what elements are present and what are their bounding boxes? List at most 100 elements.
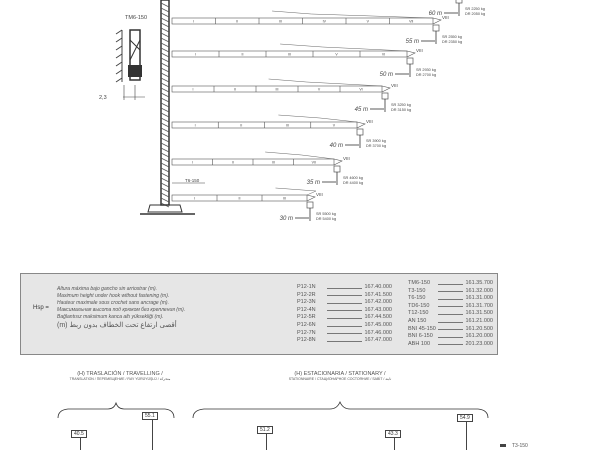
item-code: 161.31.500: [465, 310, 493, 317]
height-value-box: 54.9: [457, 414, 473, 422]
tower-mast: [140, 0, 195, 215]
jib-tip-label: VIII: [316, 192, 323, 197]
single-reeving-load: SR 3900 kg: [366, 139, 386, 143]
single-reeving-load: SR 2550 kg: [442, 35, 462, 39]
description-line: Bağlantısız maksimum kanca altı yüksekli…: [57, 314, 164, 320]
item-code: 161.35.700: [465, 280, 493, 286]
jib-length-label: 55 m: [406, 39, 419, 45]
jib-section-label: I: [195, 53, 196, 57]
anchor-label: T6-150: [185, 178, 200, 183]
item-name: ABH 100: [408, 340, 431, 347]
jib-section-label: I: [192, 161, 193, 165]
jib-tip-label: VIII: [391, 83, 398, 88]
tie-label: TM6-150: [125, 15, 147, 21]
item-code: 161.20.000: [465, 333, 493, 340]
double-reeving-load: DR 3150 kg: [391, 108, 411, 112]
jib-section-label: III: [286, 124, 289, 128]
item-name: P12-1N: [297, 284, 316, 290]
table-row: AN 150 161.21.000: [408, 318, 493, 326]
jib-section-label: V: [335, 53, 338, 57]
height-table: Hsp = Altura máxima bajo gancho sin arri…: [20, 273, 498, 355]
jib-section-label: I: [193, 20, 194, 24]
table-row: P12-4N 167.43.000: [297, 307, 392, 315]
double-reeving-load: DR 4400 kg: [343, 181, 363, 185]
jib-length-label: 45 m: [355, 107, 368, 113]
item-code: 167.44.500: [364, 314, 392, 321]
jib-section-label: VII: [409, 20, 413, 24]
item-name: P12-2R: [297, 291, 316, 298]
travelling-subtitle: TRANSLATION / ПЕРЕМЕЩЕНИЕ / RAY YÜRÜYÜŞL…: [69, 377, 171, 381]
height-value-box: 55.1: [142, 412, 158, 420]
jib-section-label: VI: [382, 53, 385, 57]
item-code: 161.31.000: [465, 295, 493, 302]
item-name: P12-3N: [297, 299, 316, 306]
item-name: AN 150: [408, 317, 427, 324]
jib-length-label: 30 m: [280, 216, 293, 222]
item-code: 167.47.000: [364, 337, 392, 344]
jib-length-label: 35 m: [307, 180, 320, 186]
single-reeving-load: SR 2930 kg: [416, 68, 436, 72]
item-name: P12-6N: [297, 321, 316, 328]
description-line: Maximum height under hook without fasten…: [57, 293, 170, 299]
jib-section-label: III: [272, 161, 275, 165]
item-code: 167.43.000: [364, 306, 392, 313]
jib-section-label: II: [242, 53, 244, 57]
table-row: P12-8N 167.47.000: [297, 337, 392, 345]
item-name: T12-150: [408, 310, 429, 317]
jib-section-label: VII: [312, 161, 316, 165]
jib-length-label: 40 m: [330, 143, 343, 149]
stationary-header: (H) ESTACIONARIA / STATIONARY / STATIONN…: [230, 371, 450, 381]
offset-label: 2,3: [99, 95, 107, 101]
anchor-callout: T6-150: [172, 178, 205, 184]
height-value-box: 43.3: [385, 430, 401, 438]
table-row: P12-2R 167.41.500: [297, 292, 392, 300]
hsp-symbol: Hsp =: [33, 305, 49, 311]
hook-icon: [381, 92, 389, 100]
item-code: 167.45.000: [364, 321, 392, 328]
hook-icon: [306, 201, 314, 209]
descriptions: Altura máxima bajo gancho sin arriostrar…: [57, 286, 185, 330]
item-name: P12-8N: [297, 337, 316, 344]
tie-detail: TM6-150 2,3: [99, 15, 147, 101]
jib-length-label: 60 m: [429, 11, 442, 17]
legend-label: T3-150: [512, 443, 528, 449]
stationary-title: (H) ESTACIONARIA / STATIONARY /: [294, 371, 386, 377]
double-reeving-load: DR 5400 kg: [316, 217, 336, 221]
height-value-box: 40.5: [71, 430, 87, 438]
jib-tip-label: VIII: [366, 119, 373, 124]
legend: T3-150: [500, 443, 528, 449]
item-name: T6-150: [408, 295, 426, 302]
legend-swatch: [500, 444, 506, 448]
description-line: Максимальная высота под крюком без крепл…: [57, 307, 186, 313]
single-reeving-load: SR 5500 kg: [316, 212, 336, 216]
item-code: 161.21.000: [465, 317, 493, 324]
item-code: 167.41.500: [364, 291, 392, 298]
jib-section-label: VI: [359, 88, 362, 92]
jib-section-label: III: [283, 197, 286, 201]
travelling-title: (H) TRASLACIÓN / TRAVELLING /: [77, 371, 163, 377]
jib-section-label: II: [234, 88, 236, 92]
item-name: P12-7N: [297, 329, 316, 336]
jib-section-label: I: [194, 197, 195, 201]
double-reeving-load: DR 3700 kg: [366, 144, 386, 148]
jib-section-label: I: [193, 88, 194, 92]
description-line: Hauteur maximale sous crochet sans ancra…: [57, 300, 169, 306]
jib-tip-label: VIII: [343, 156, 350, 161]
item-name: P12-4N: [297, 306, 316, 313]
table-row: P12-6N 167.45.000: [297, 322, 392, 330]
item-name: TM6-150: [408, 280, 431, 286]
